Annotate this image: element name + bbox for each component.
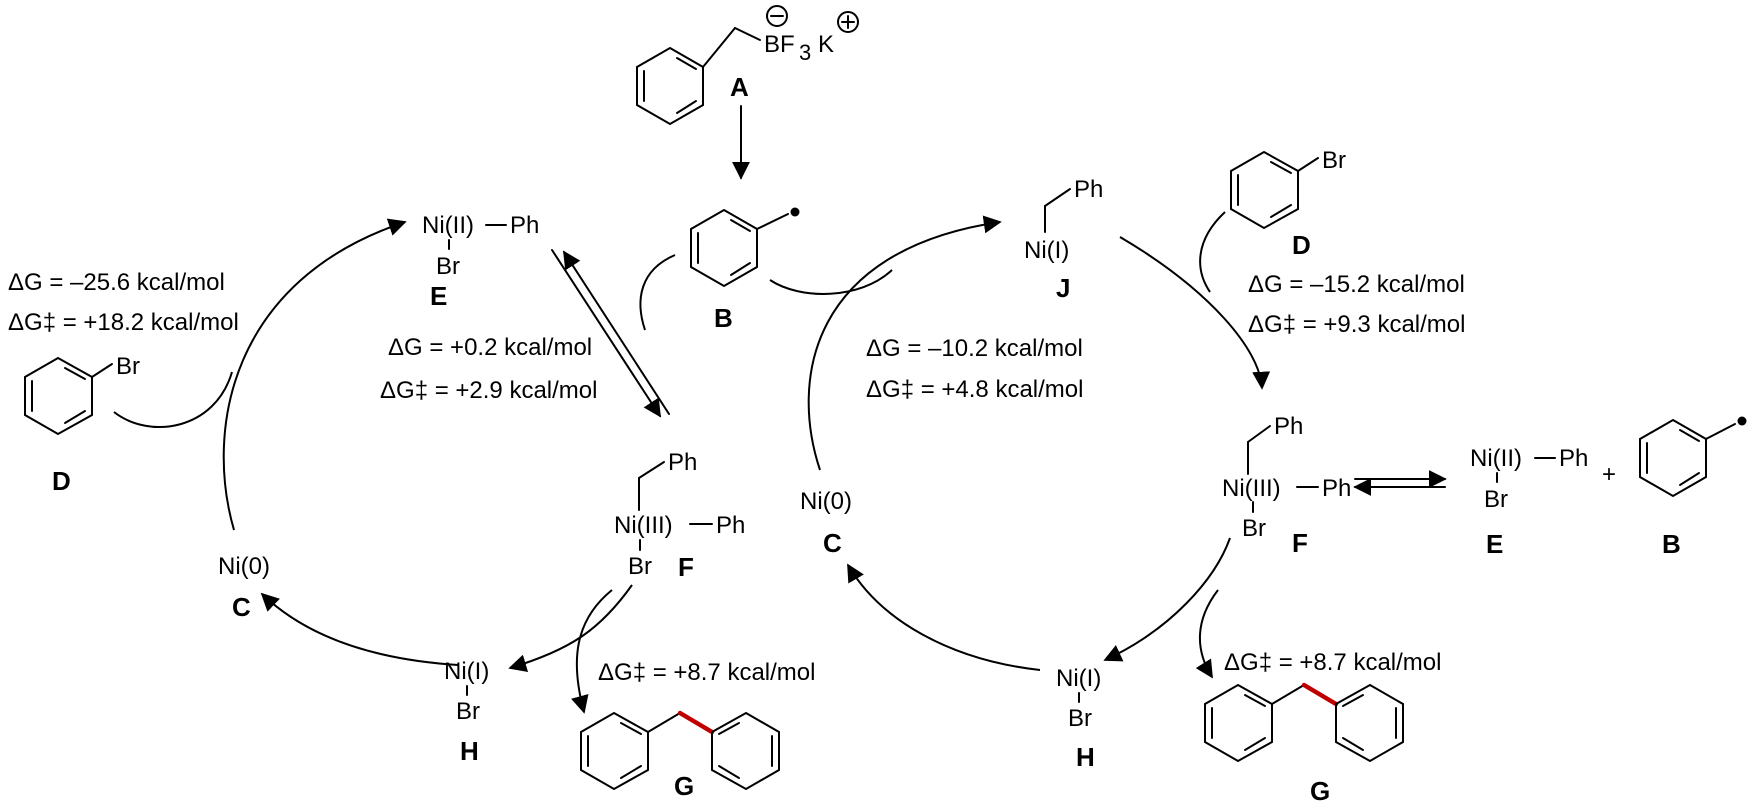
br-label: Br: [456, 698, 480, 725]
radical-dot-icon: [1737, 416, 1747, 426]
ph-label: Ph: [1274, 413, 1303, 440]
arc-f-to-h: [508, 584, 633, 672]
ph-label: Ph: [1559, 445, 1588, 472]
ph-label: Ph: [668, 449, 697, 476]
ph-label: Ph: [510, 212, 539, 239]
bf3-label: BF: [764, 31, 795, 58]
species-h-right: Ni(I) Br H: [1056, 665, 1101, 772]
energy-left-rad-dgts: ΔG‡ = +2.9 kcal/mol: [380, 377, 597, 404]
energy-right-re-dgts: ΔG‡ = +8.7 kcal/mol: [1224, 649, 1441, 676]
arc-c-to-j: [807, 215, 1002, 471]
ni1-label: Ni(I): [1024, 237, 1069, 264]
arc-f-to-h-right: [1103, 537, 1231, 662]
arc-b-enter-left: [639, 254, 676, 331]
label-f-right: F: [1292, 528, 1308, 558]
label-f-left: F: [678, 552, 694, 582]
label-e: E: [430, 281, 447, 311]
species-f-right: Ph Ni(III) Ph Br F: [1222, 413, 1351, 558]
energy-right-ox-dg: ΔG = –15.2 kcal/mol: [1248, 271, 1465, 298]
ph-label: Ph: [1074, 176, 1103, 203]
label-j: J: [1056, 273, 1070, 303]
ni0-right: Ni(0): [800, 488, 852, 515]
plus-charge-icon: [837, 11, 859, 33]
arc-d-enter-right: [1199, 211, 1226, 293]
arc-h-to-c: [260, 592, 459, 666]
compound-b-right-benzyl-radical: B: [1639, 416, 1747, 559]
arc-to-g-left: [571, 589, 613, 714]
compound-d-left-bromobenzene: Br D: [24, 353, 140, 496]
radical-dot-icon: [790, 207, 800, 217]
ni2-label: Ni(II): [422, 212, 474, 239]
br-label: Br: [1242, 515, 1266, 542]
plus-sign: +: [1602, 461, 1616, 488]
label-b-right: B: [1662, 529, 1681, 559]
energy-right-ox-dgts: ΔG‡ = +9.3 kcal/mol: [1248, 311, 1465, 338]
br-label: Br: [116, 353, 140, 380]
br-label: Br: [628, 553, 652, 580]
ni3-label: Ni(III): [614, 512, 673, 539]
potassium-label: K: [818, 31, 834, 58]
energy-left-ox-dg: ΔG = –25.6 kcal/mol: [8, 269, 225, 296]
label-e-right: E: [1486, 529, 1503, 559]
label-g-right: G: [1310, 776, 1330, 806]
compound-g-right-diphenylmethane: G: [1204, 682, 1404, 806]
arc-j-to-f: [1119, 236, 1271, 390]
label-c-right: C: [823, 528, 842, 558]
compound-g-left-diphenylmethane: G: [580, 710, 780, 801]
label-c-left: C: [232, 592, 251, 622]
br-label: Br: [436, 253, 460, 280]
bf3-subscript: 3: [799, 40, 811, 65]
energy-left-rad-dg: ΔG = +0.2 kcal/mol: [388, 334, 592, 361]
compound-b-benzyl-radical: B: [690, 207, 800, 333]
compound-a-benzyl-trifluoroborate: BF 3 K A: [636, 5, 859, 126]
arrow-f-to-e: [563, 250, 670, 415]
label-h-right: H: [1076, 742, 1095, 772]
minus-charge-icon: [766, 5, 788, 27]
new-bond-left: [677, 710, 715, 735]
ph-label: Ph: [716, 512, 745, 539]
label-a: A: [730, 72, 749, 102]
benzene-ring-icon: [636, 46, 704, 126]
energy-left-ox-dgts: ΔG‡ = +18.2 kcal/mol: [8, 309, 239, 336]
label-b: B: [714, 303, 733, 333]
arc-to-g-right: [1195, 589, 1219, 679]
label-d-left: D: [52, 466, 71, 496]
label-d-right: D: [1292, 230, 1311, 260]
ni1-label: Ni(I): [1056, 665, 1101, 692]
label-g-left: G: [674, 771, 694, 801]
energy-left-re-dgts: ΔG‡ = +8.7 kcal/mol: [598, 659, 815, 686]
arc-h-to-c-right: [847, 563, 1041, 671]
label-h-left: H: [460, 736, 479, 766]
species-f-left: Ph Ni(III) Ph Br F: [614, 449, 745, 582]
br-label: Br: [1068, 705, 1092, 732]
ni3-label: Ni(III): [1222, 475, 1281, 502]
species-e-right: Ni(II) Ph Br E: [1470, 445, 1588, 559]
br-label: Br: [1484, 486, 1508, 513]
ni0-left: Ni(0): [218, 553, 270, 580]
ni1-label: Ni(I): [444, 658, 489, 685]
species-e-left: Ni(II) Ph Br E: [422, 212, 539, 311]
new-bond-right: [1301, 682, 1339, 707]
energy-right-rad-dg: ΔG = –10.2 kcal/mol: [866, 335, 1083, 362]
species-h-left: Ni(I) Br H: [444, 658, 489, 766]
arc-c-to-e: [222, 218, 407, 531]
ni2-label: Ni(II): [1470, 445, 1522, 472]
arc-b-enter-right: [769, 269, 893, 295]
arc-d-enter-left: [113, 371, 233, 429]
compound-d-right-bromobenzene: Br D: [1230, 147, 1346, 260]
br-label: Br: [1322, 147, 1346, 174]
species-j: Ph Ni(I) J: [1024, 176, 1103, 303]
ph-label: Ph: [1322, 475, 1351, 502]
energy-right-rad-dgts: ΔG‡ = +4.8 kcal/mol: [866, 376, 1083, 403]
arrow-e-to-f: [551, 249, 661, 418]
